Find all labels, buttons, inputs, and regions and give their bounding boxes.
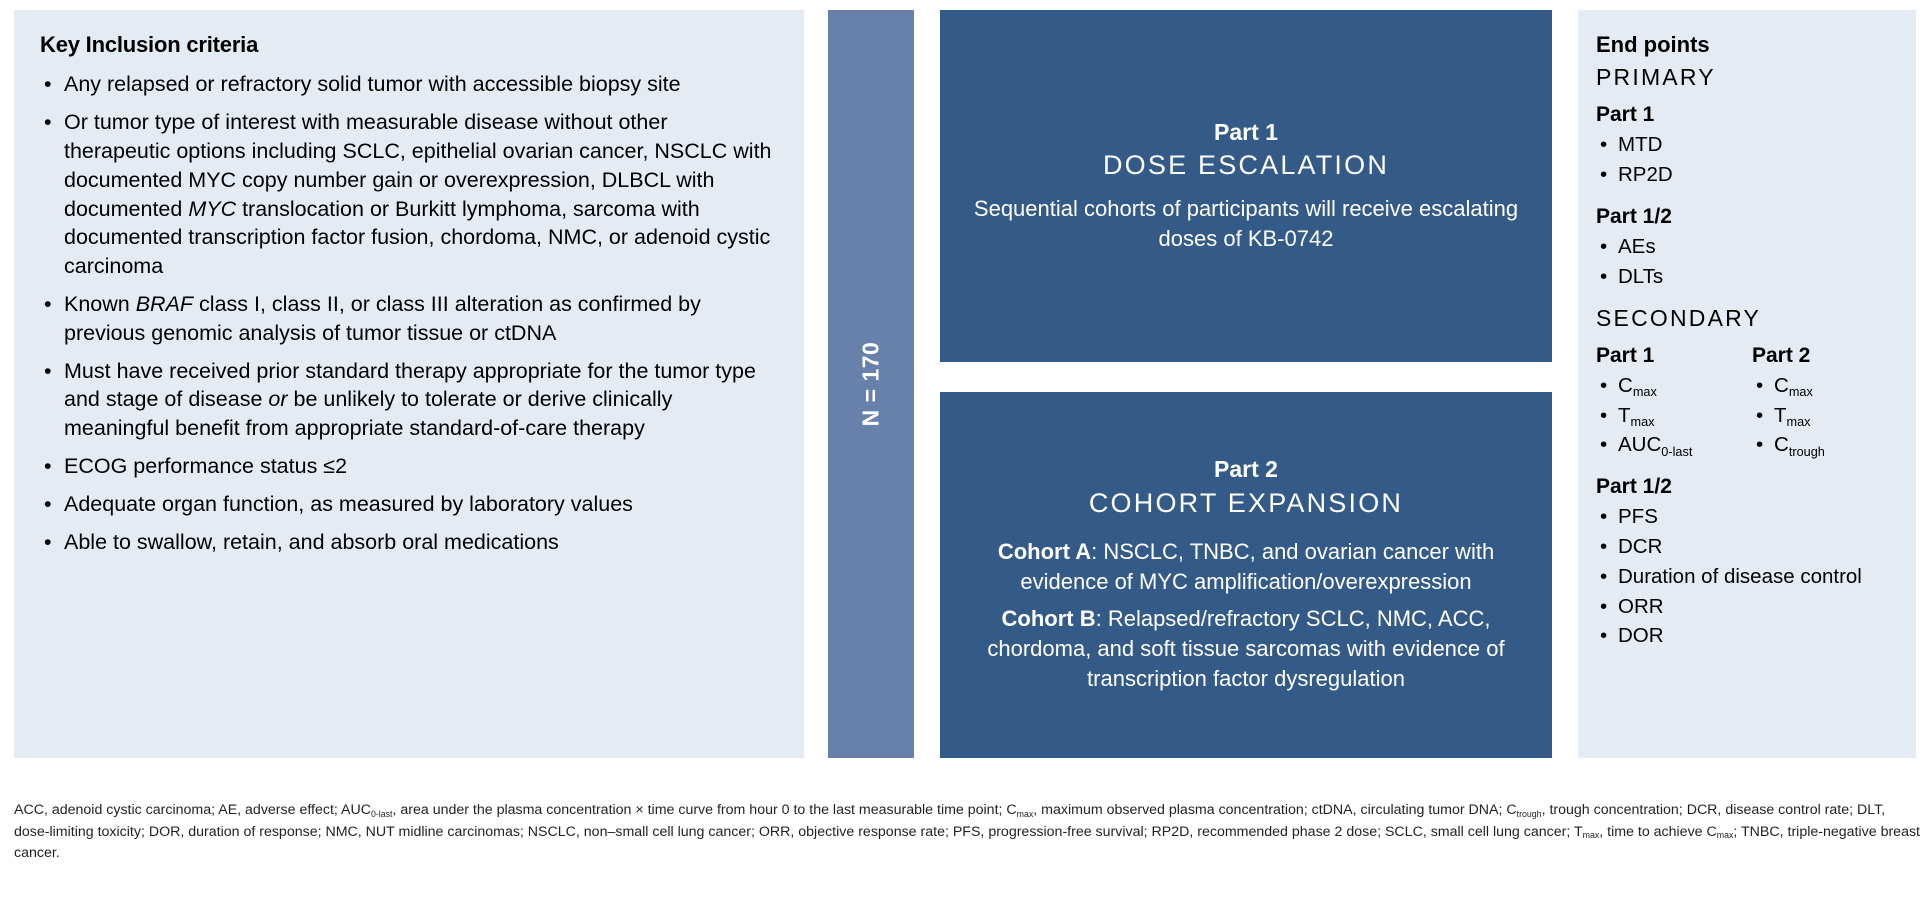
part-2-heading: COHORT EXPANSION [1088, 487, 1404, 518]
inclusion-criteria-item: Able to swallow, retain, and absorb oral… [40, 528, 778, 557]
end-point-item: Ctrough [1752, 430, 1878, 460]
study-part-1-box: Part 1 DOSE ESCALATION Sequential cohort… [940, 10, 1552, 362]
inclusion-criteria-item: Must have received prior standard therap… [40, 357, 778, 443]
inclusion-criteria-item: ECOG performance status ≤2 [40, 452, 778, 481]
abbreviations-footnote: ACC, adenoid cystic carcinoma; AE, adver… [14, 802, 1920, 862]
end-point-item: DLTs [1596, 262, 1898, 292]
cohort-a-line: Cohort A: NSCLC, TNBC, and ovarian cance… [997, 539, 1495, 595]
secondary-part-2-list: CmaxTmaxCtrough [1752, 371, 1878, 460]
end-point-item: Tmax [1596, 401, 1722, 431]
end-point-item: DOR [1596, 621, 1898, 651]
end-point-item: AEs [1596, 232, 1898, 262]
end-point-item: PFS [1596, 502, 1898, 532]
secondary-endpoint-group-part-1-2: Part 1/2 PFSDCRDuration of disease contr… [1596, 474, 1898, 651]
end-point-item: DCR [1596, 532, 1898, 562]
primary-part-1-list: MTDRP2D [1596, 130, 1898, 189]
diagram-columns: Key Inclusion criteria Any relapsed or r… [0, 10, 1930, 770]
end-point-item: MTD [1596, 130, 1898, 160]
primary-part-1-title: Part 1 [1596, 102, 1655, 126]
secondary-part-2-title: Part 2 [1752, 343, 1811, 367]
secondary-part-1-title: Part 1 [1596, 343, 1655, 367]
inclusion-criteria-list: Any relapsed or refractory solid tumor w… [40, 70, 778, 556]
enrollment-bar: N = 170 [828, 10, 914, 758]
secondary-endpoint-columns: Part 1 CmaxTmaxAUC0-last Part 2 CmaxTmax… [1596, 343, 1898, 474]
end-point-item: Tmax [1752, 401, 1878, 431]
part-1-label: Part 1 [1214, 118, 1278, 145]
primary-endpoint-group-part-1: Part 1 MTDRP2D [1596, 102, 1898, 190]
end-point-item: Cmax [1596, 371, 1722, 401]
inclusion-criteria-item: Any relapsed or refractory solid tumor w… [40, 70, 778, 99]
part-2-label: Part 2 [1214, 456, 1278, 483]
end-point-item: ORR [1596, 592, 1898, 622]
secondary-endpoints-label: SECONDARY [1596, 305, 1762, 332]
inclusion-criteria-item: Or tumor type of interest with measurabl… [40, 108, 778, 281]
end-points-title: End points [1596, 32, 1710, 57]
primary-part-1-2-list: AEsDLTs [1596, 232, 1898, 291]
end-point-item: AUC0-last [1596, 430, 1722, 460]
primary-endpoints-label: PRIMARY [1596, 64, 1716, 91]
inclusion-criteria-item: Known BRAF class I, class II, or class I… [40, 290, 778, 348]
inclusion-criteria-panel: Key Inclusion criteria Any relapsed or r… [14, 10, 804, 758]
part-1-description: Sequential cohorts of participants will … [973, 195, 1519, 251]
enrollment-label: N = 170 [857, 341, 884, 427]
secondary-part-2-column: Part 2 CmaxTmaxCtrough [1752, 343, 1878, 474]
end-point-item: Duration of disease control [1596, 562, 1898, 592]
end-points-panel: End points PRIMARY Part 1 MTDRP2D Part 1… [1578, 10, 1916, 758]
secondary-part-1-list: CmaxTmaxAUC0-last [1596, 371, 1722, 460]
study-parts-column: Part 1 DOSE ESCALATION Sequential cohort… [940, 10, 1552, 758]
study-part-2-box: Part 2 COHORT EXPANSION Cohort A: NSCLC,… [940, 392, 1552, 758]
primary-endpoint-group-part-1-2: Part 1/2 AEsDLTs [1596, 204, 1898, 292]
inclusion-criteria-title: Key Inclusion criteria [40, 32, 259, 57]
cohort-b-line: Cohort B: Relapsed/refractory SCLC, NMC,… [987, 605, 1505, 692]
primary-part-1-2-title: Part 1/2 [1596, 204, 1672, 228]
secondary-part-1-2-list: PFSDCRDuration of disease controlORRDOR [1596, 502, 1898, 651]
secondary-part-1-2-title: Part 1/2 [1596, 475, 1672, 499]
part-1-heading: DOSE ESCALATION [1102, 150, 1390, 181]
end-point-item: RP2D [1596, 160, 1898, 190]
secondary-part-1-column: Part 1 CmaxTmaxAUC0-last [1596, 343, 1722, 474]
end-point-item: Cmax [1752, 371, 1878, 401]
inclusion-criteria-item: Adequate organ function, as measured by … [40, 490, 778, 519]
